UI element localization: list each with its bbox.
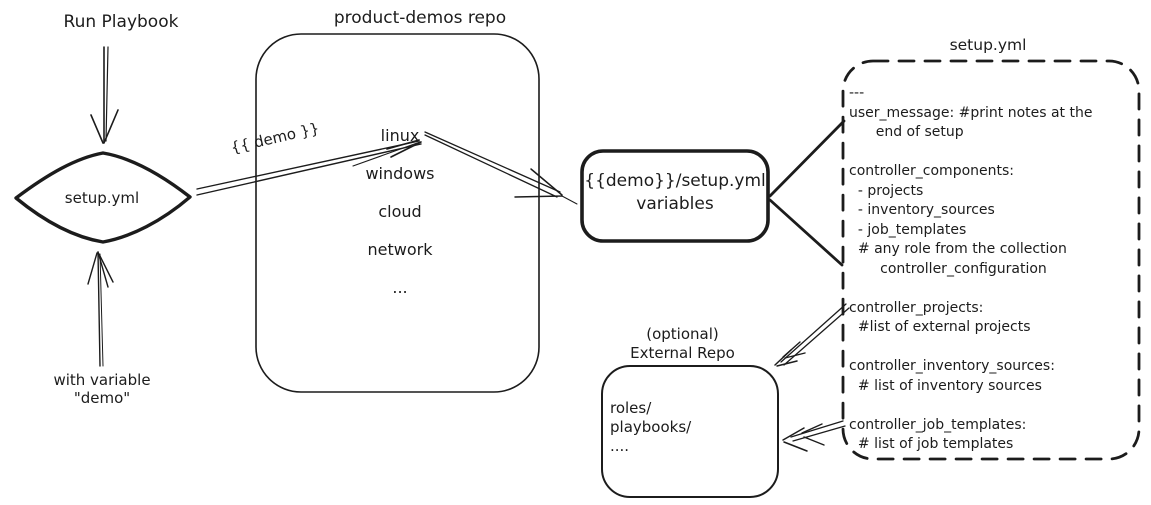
with-variable-arrow [87, 251, 114, 367]
external-repo-label-line2: External Repo [630, 344, 735, 362]
variables-box-line2: variables [636, 194, 714, 214]
external-repo-content: roles/ playbooks/ .... [610, 399, 692, 455]
variables-to-file-fan-lines [768, 119, 846, 267]
with-variable-label-line1: with variable [53, 371, 151, 389]
demo-edge-label: {{ demo }} [229, 119, 321, 157]
diamond-label: setup.yml [64, 189, 140, 207]
setup-yml-title: setup.yml [949, 36, 1027, 54]
external-repo-label-line1: (optional) [646, 325, 719, 343]
with-variable-label-line2: "demo" [73, 389, 131, 407]
variables-box-text: {{demo}}/setup.yml variables [582, 170, 768, 216]
run-playbook-arrow [90, 46, 119, 144]
projects-to-external-arrow [774, 303, 850, 367]
repo-item-network: network [367, 240, 433, 259]
repo-item-list: linux windows cloud network ... [328, 117, 472, 307]
setup-yml-content: --- user_message: #print notes at the en… [849, 85, 1093, 452]
variables-box-line1: {{demo}}/setup.yml [584, 171, 766, 191]
repo-title: product-demos repo [333, 8, 507, 28]
repo-item-windows: windows [365, 164, 435, 183]
job-templates-to-external-arrow [782, 420, 846, 452]
run-playbook-label: Run Playbook [63, 12, 179, 32]
repo-item-cloud: cloud [378, 202, 422, 221]
repo-item-more: ... [392, 278, 408, 297]
repo-item-linux: linux [380, 126, 420, 145]
